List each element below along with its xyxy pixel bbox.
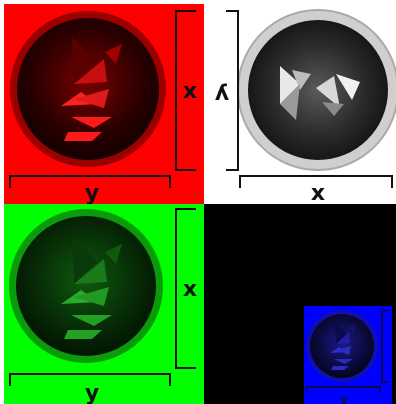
y-label: y (215, 82, 229, 107)
x-label: x (183, 277, 197, 302)
kite-logo-icon (10, 11, 166, 167)
white-panel: y x (204, 4, 396, 204)
green-panel: x y (4, 204, 204, 404)
y-label: y (85, 381, 99, 404)
kite-logo-icon (238, 10, 396, 170)
kite-logo-icon (306, 310, 378, 382)
y-label: y (85, 181, 99, 204)
kite-logo-icon (9, 209, 163, 363)
x-label: x (183, 79, 197, 104)
x-label: x (311, 181, 325, 204)
red-panel: x y (4, 4, 204, 204)
blue-panel: y (304, 306, 392, 404)
y-label: y (340, 393, 347, 404)
